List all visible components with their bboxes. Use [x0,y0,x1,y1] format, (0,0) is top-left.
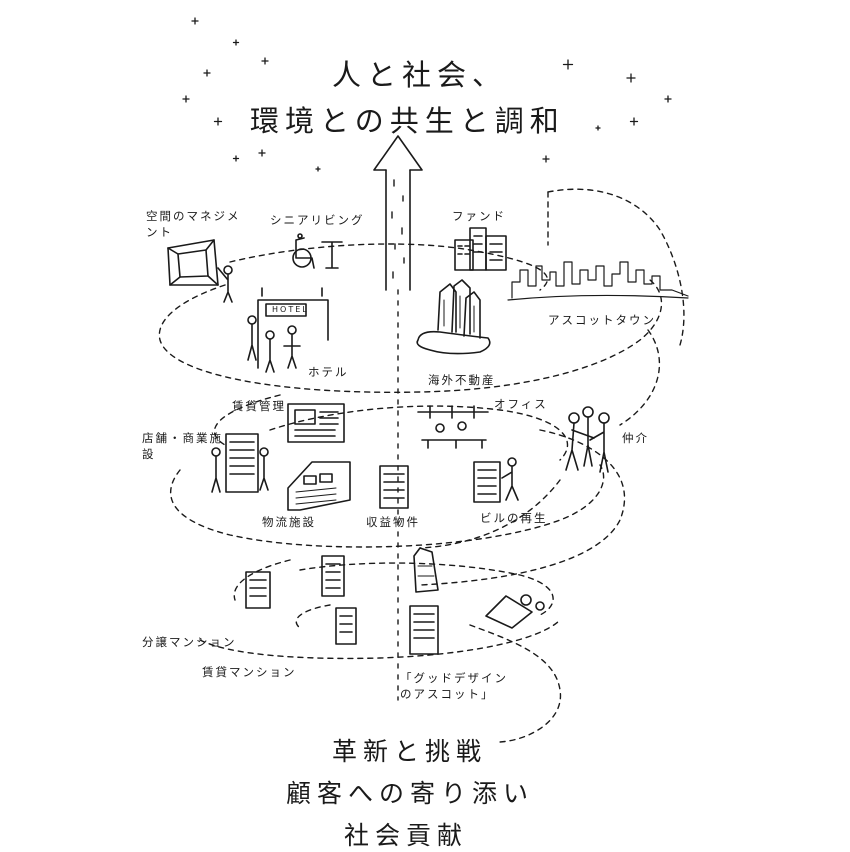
label-store-commercial: 店舗・商業施設 [142,430,228,462]
space-management-illustration [168,240,232,302]
label-brokerage: 仲介 [622,430,649,446]
logistics-warehouse-illustration [288,462,350,510]
office-illustration [418,406,488,448]
good-design-building [410,606,438,654]
good-design-garden [486,595,544,628]
wheelchair-icon [293,234,342,268]
ascott-town-skyline [508,262,688,300]
label-space-management: 空間のマネジメント [146,208,242,240]
label-logistics: 物流施設 [262,514,316,530]
footer-line-3: 社会貢献 [344,816,468,852]
condo-building-2 [322,556,344,596]
building-renewal-illustration [474,458,518,502]
label-senior-living: シニアリビング [270,212,365,228]
label-income-property: 収益物件 [366,514,420,530]
stars-decoration [183,18,671,171]
hotel-sign: HOTEL [272,305,309,314]
label-rental-condo: 賃貸マンション [202,664,297,680]
label-building-renewal: ビルの再生 [480,510,548,526]
label-office: オフィス [494,396,548,412]
label-good-design: 「グッドデザインのアスコット」 [400,670,512,702]
income-property-building [380,466,408,508]
good-design-tower [414,548,438,592]
overseas-towers-illustration [417,280,490,354]
heading-line-2: 環境との共生と調和 [250,98,565,140]
heading-line-1: 人と社会、 [332,52,507,94]
condo-sale-building [246,572,270,608]
label-rental-management: 賃貸管理 [232,398,286,414]
footer-line-1: 革新と挑戦 [332,732,487,768]
label-overseas-realestate: 海外不動産 [428,372,496,388]
label-hotel: ホテル [308,364,349,380]
hotel-illustration [248,288,328,372]
up-arrow-icon [374,136,422,290]
footer-line-2: 顧客への寄り添い [286,774,534,810]
label-fund: ファンド [452,208,506,224]
label-ascott-town: アスコットタウン [548,312,656,328]
rental-management-board [288,404,344,442]
brokerage-people-illustration [566,407,609,472]
label-condo-sale: 分譲マンション [142,634,237,650]
rental-condo-building [336,608,356,644]
